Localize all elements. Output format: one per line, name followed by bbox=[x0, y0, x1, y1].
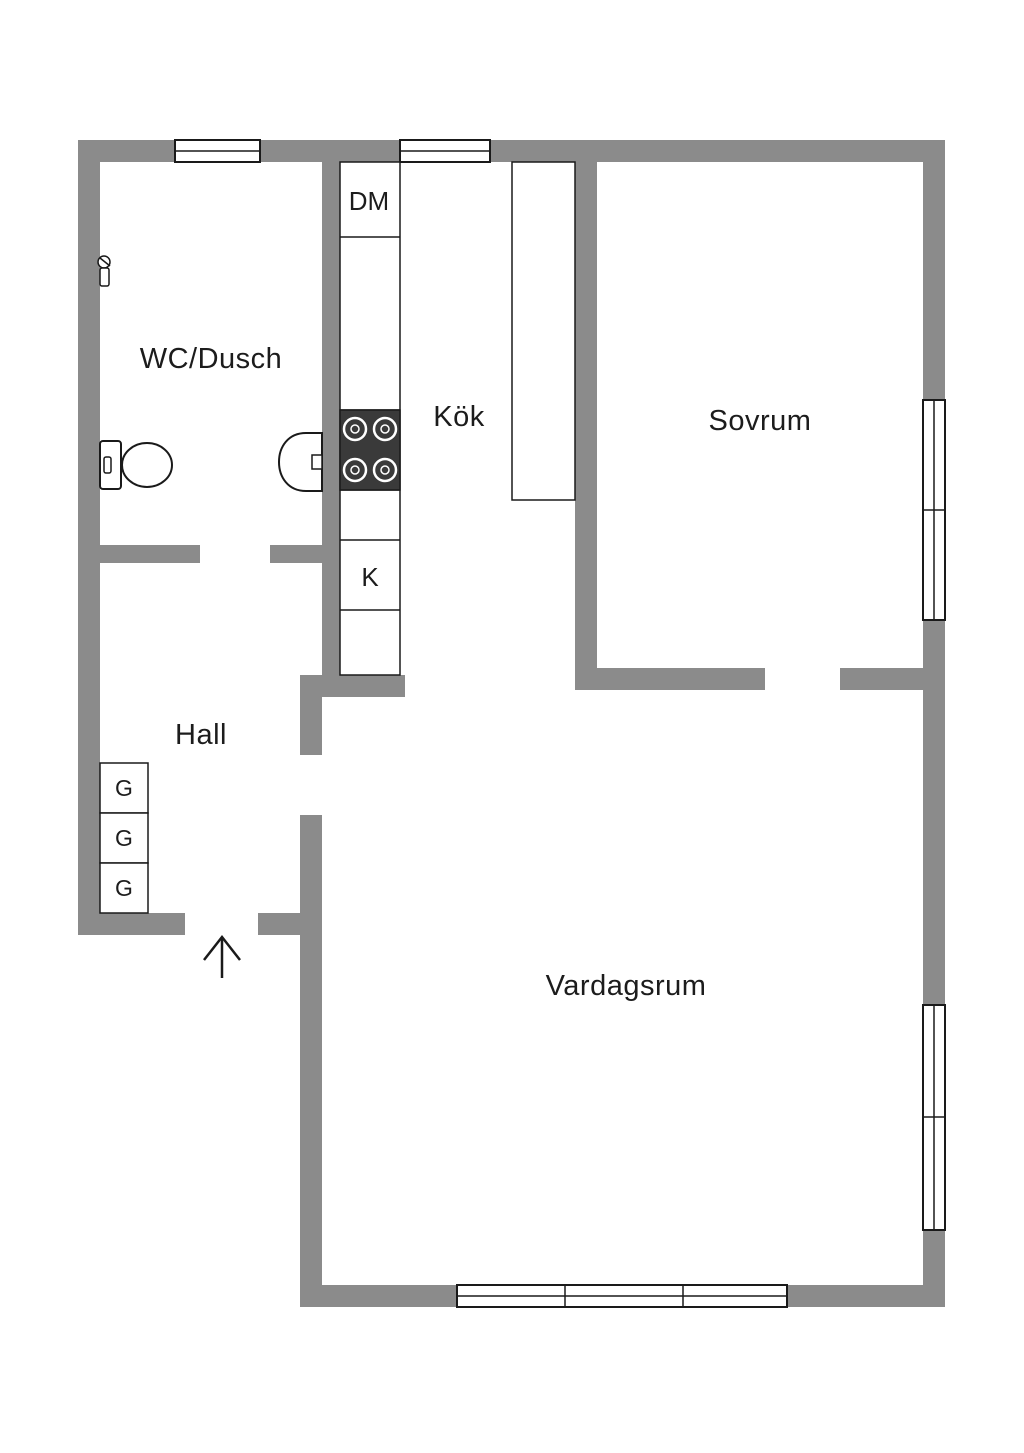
room-label-bedroom: Sovrum bbox=[709, 405, 812, 437]
shower-icon bbox=[97, 255, 111, 287]
labels: WC/Dusch Kök Sovrum Hall Vardagsrum DM K… bbox=[115, 186, 811, 1002]
window-living-right bbox=[922, 1004, 946, 1231]
entrance-arrow bbox=[203, 934, 241, 978]
wardrobe-label-1: G bbox=[115, 775, 133, 801]
sink-icon bbox=[277, 432, 323, 492]
room-label-hall: Hall bbox=[175, 719, 227, 751]
window-living-bottom bbox=[456, 1284, 788, 1308]
wardrobe-label-2: G bbox=[115, 825, 133, 851]
wardrobe-label-3: G bbox=[115, 875, 133, 901]
stove-icon bbox=[339, 409, 401, 491]
kitchen-tall-cabinet bbox=[511, 161, 576, 501]
wall-wc-bottom-left bbox=[100, 545, 200, 563]
wall-top bbox=[78, 140, 945, 162]
wall-hall-living-upper bbox=[300, 697, 322, 755]
window-bedroom-right bbox=[922, 399, 946, 621]
toilet-icon bbox=[99, 440, 173, 490]
wall-bedroom-bottom-left bbox=[575, 668, 765, 690]
room-label-kitchen: Kök bbox=[433, 401, 484, 433]
wall-left bbox=[78, 140, 100, 935]
dishwasher-label: DM bbox=[349, 186, 389, 216]
wall-living-left bbox=[300, 815, 322, 1307]
window-top-left bbox=[174, 139, 261, 163]
wardrobe-1 bbox=[99, 762, 149, 814]
wall-wc-kitchen bbox=[322, 162, 340, 697]
wardrobe-3 bbox=[99, 862, 149, 914]
wall-bedroom-bottom-right bbox=[840, 668, 945, 690]
wall-kitchen-stub bbox=[300, 675, 405, 697]
wardrobes bbox=[99, 762, 149, 914]
windows bbox=[174, 139, 946, 1308]
fridge-label: K bbox=[361, 562, 379, 592]
window-top-middle bbox=[399, 139, 491, 163]
wall-kitchen-bedroom bbox=[575, 162, 597, 690]
wall-hall-bottom-left bbox=[78, 913, 185, 935]
room-label-living: Vardagsrum bbox=[546, 970, 707, 1002]
room-label-wc: WC/Dusch bbox=[140, 343, 283, 375]
